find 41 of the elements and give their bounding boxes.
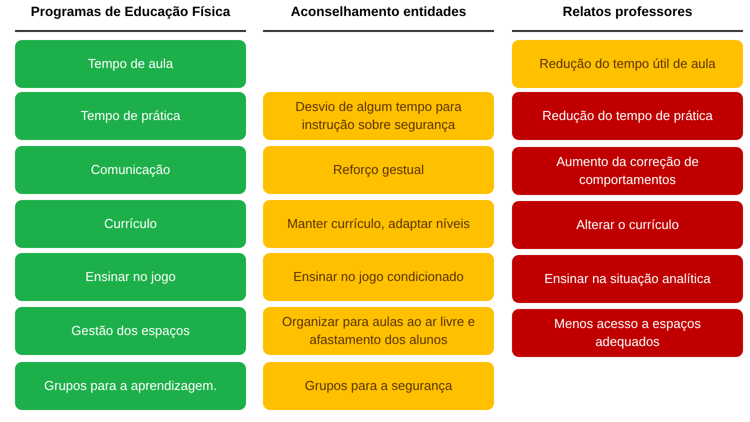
item-box [15,253,246,301]
column-heading: Relatos professores [562,4,694,19]
item-text: Desvio de algum tempo para instrução sobre segurança [294,98,463,134]
item-box [512,147,743,195]
item-text: Ensinar no jogo condicionado [293,268,464,286]
item-text: Currículo [104,215,157,233]
item-box [263,362,494,410]
item-text: Gestão dos espaços [71,322,190,340]
item-box [263,253,494,301]
item-text: Tempo de aula [88,55,174,73]
item-text: Ensinar na situação analítica [544,270,711,288]
column-heading: Programas de Educação Física [30,4,232,19]
item-text: Comunicação [90,161,170,179]
item-text: Grupos para a segurança [304,377,452,395]
item-box [15,307,246,355]
item-text: Alterar o currículo [576,216,679,234]
item-box [263,92,494,140]
item-text: Organizar para aulas ao ar livre e afastamento dos alunos [281,313,476,349]
item-text: Tempo de prática [80,107,180,125]
item-box [512,92,743,140]
item-box [512,40,743,88]
item-box [263,200,494,248]
item-text: Grupos para a aprendizagem. [44,377,217,395]
item-box [512,309,743,357]
item-text: Manter currículo, adaptar níveis [287,215,470,233]
item-text: Menos acesso a espaços adequados [553,315,702,351]
item-box [15,146,246,194]
item-box [263,146,494,194]
item-text: Redução do tempo útil de aula [539,55,716,73]
item-text: Reforço gestual [332,161,424,179]
column-heading: Aconselhamento entidades [290,4,468,19]
item-box [15,40,246,88]
item-box [15,92,246,140]
item-box [512,201,743,249]
item-box [15,362,246,410]
item-text: Aumento da correção de comportamentos [555,153,700,189]
item-text: Redução do tempo de prática [542,107,713,125]
item-text: Ensinar no jogo [85,268,176,286]
item-box [512,255,743,303]
item-box [263,307,494,355]
item-box [15,200,246,248]
